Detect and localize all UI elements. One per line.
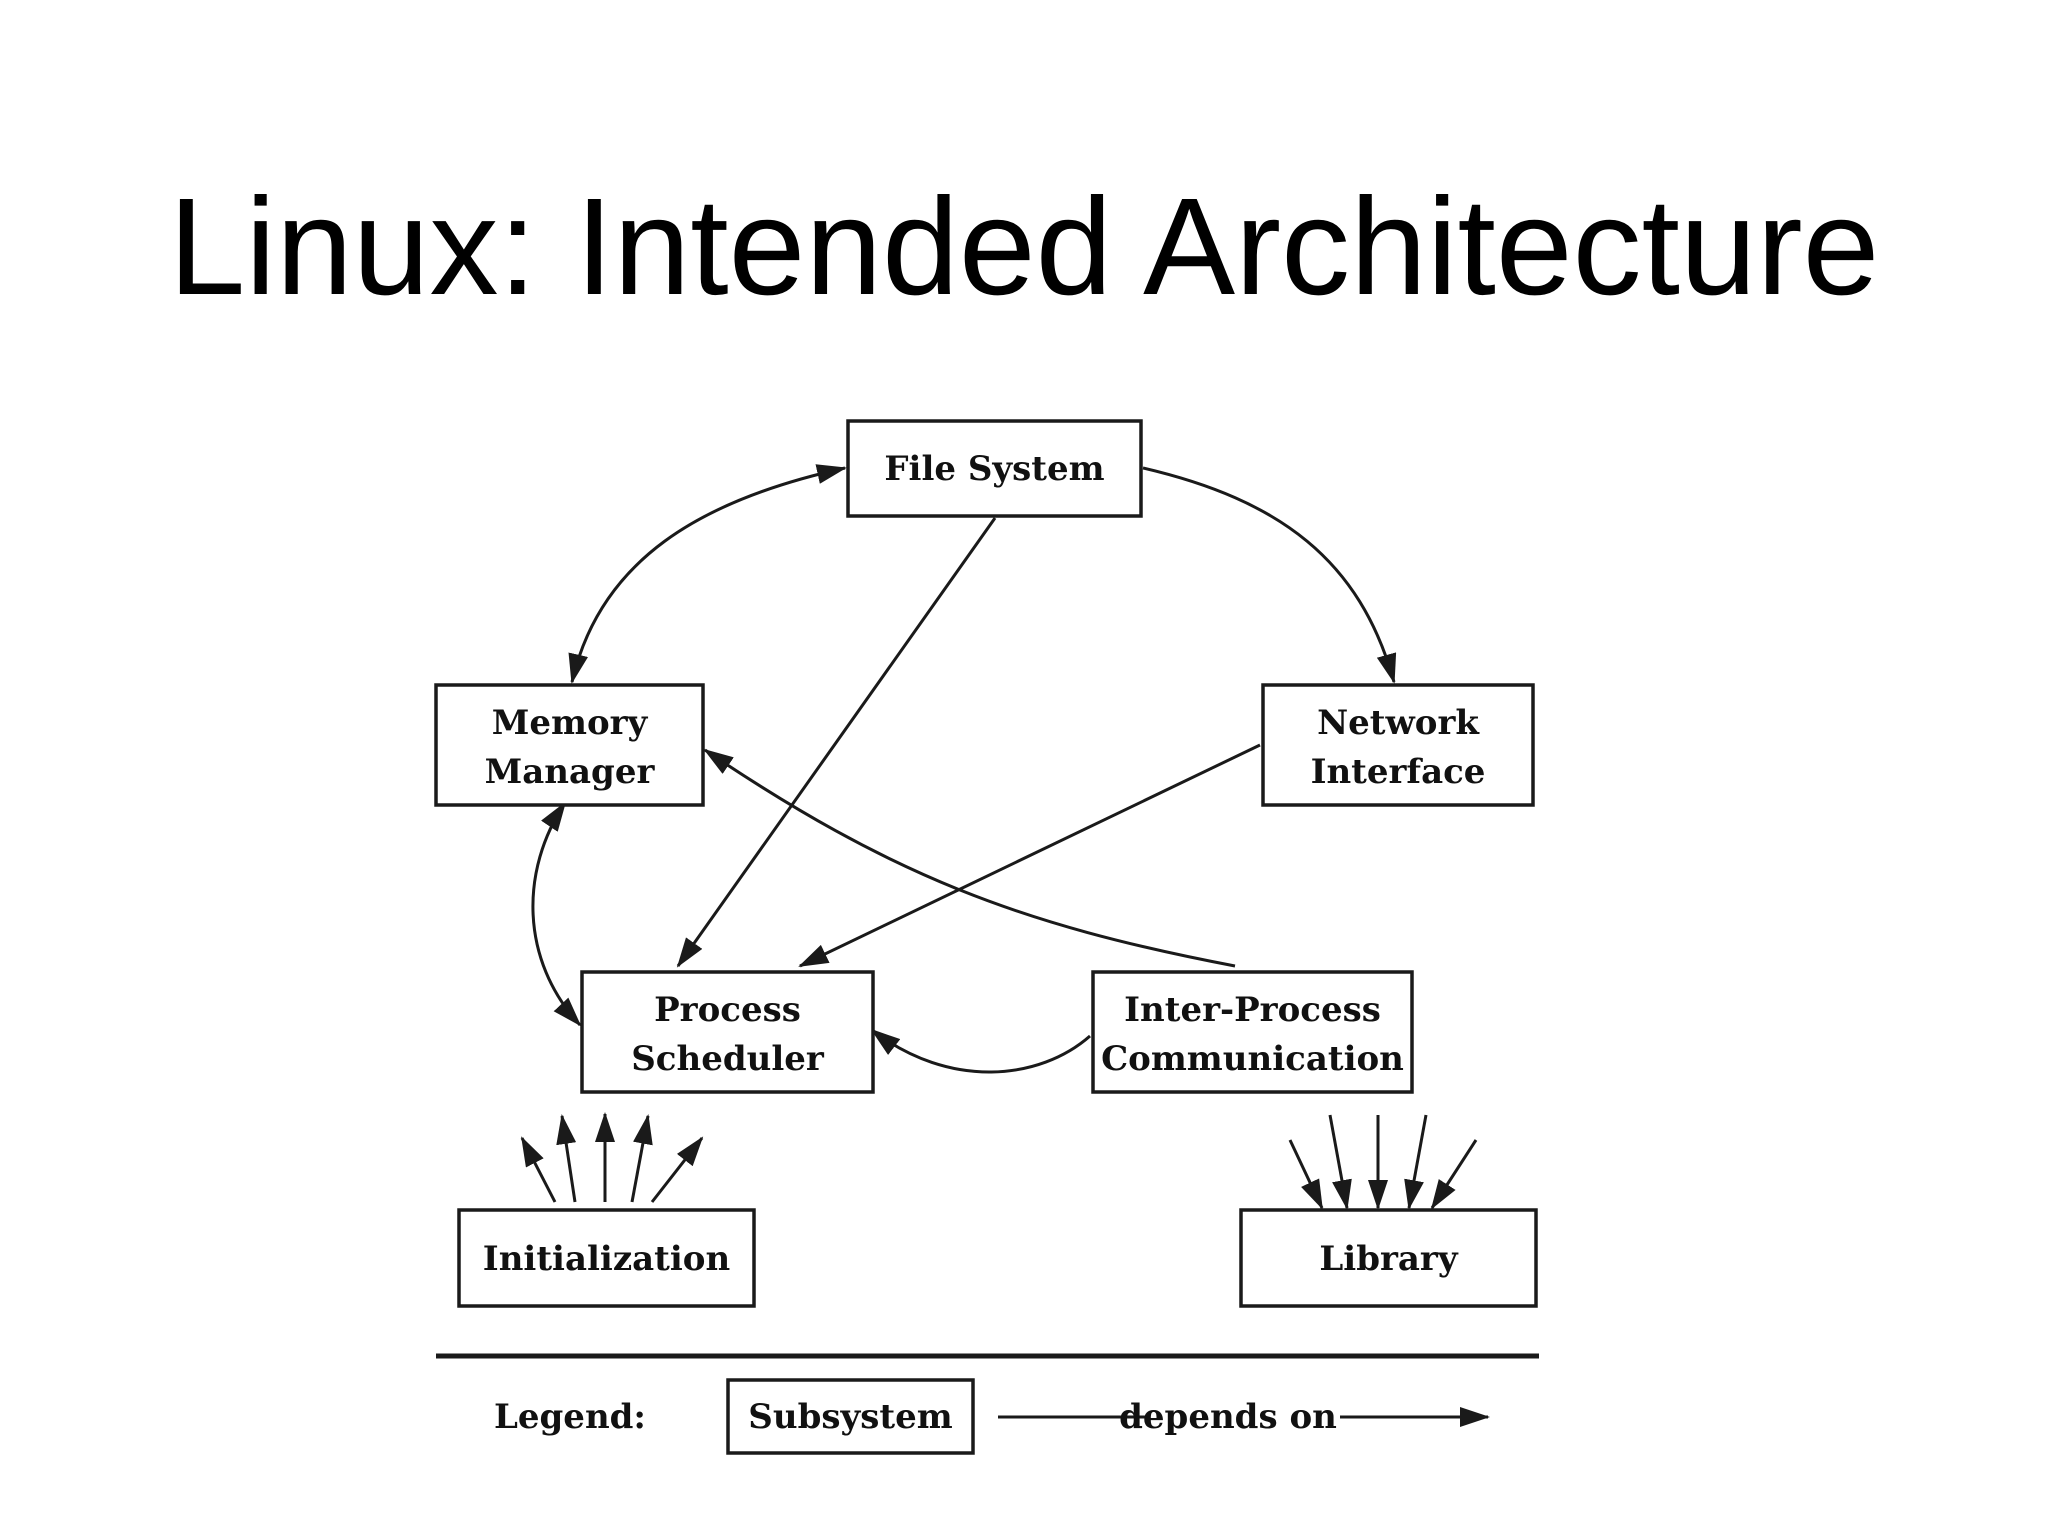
- legend-depends-on-label: depends on: [1119, 1397, 1337, 1437]
- legend-subsystem-label: Subsystem: [748, 1397, 952, 1437]
- edge-memory-scheduler: [531, 801, 582, 1027]
- subsystem-initialization: Initialization: [457, 1208, 756, 1308]
- subsystem-label: Memory: [492, 703, 649, 743]
- subsystem-label: Process: [654, 990, 801, 1030]
- edge-init-out-4: [630, 1114, 653, 1203]
- subsystem-label: Inter-Process: [1124, 990, 1381, 1030]
- dependency-edges: [520, 464, 1478, 1210]
- subsystem-label: Scheduler: [631, 1039, 825, 1079]
- subsystem-label: Manager: [485, 752, 656, 792]
- subsystem-library: Library: [1239, 1208, 1538, 1308]
- subsystem-memory-manager: Memory Manager: [434, 683, 705, 807]
- subsystem-label: File System: [884, 449, 1104, 489]
- subsystem-file-system: File System: [846, 419, 1143, 518]
- edge-filesystem-scheduler: [676, 517, 997, 968]
- subsystem-label: Library: [1319, 1239, 1458, 1279]
- legend-subsystem-box: [726, 1378, 975, 1455]
- edge-filesystem-network: [1142, 466, 1397, 684]
- subsystem-label: Network: [1317, 703, 1480, 743]
- slide-title: Linux: Intended Architecture: [168, 170, 1880, 324]
- edge-network-scheduler: [798, 743, 1261, 968]
- subsystem-network-interface: Network Interface: [1261, 683, 1535, 807]
- edge-lib-in-1: [1288, 1139, 1324, 1210]
- edge-init-out-1: [520, 1136, 557, 1203]
- edge-lib-in-5: [1430, 1139, 1478, 1210]
- edge-ipc-memory: [703, 748, 1236, 968]
- edge-init-out-2: [556, 1114, 577, 1203]
- subsystem-inter-process-communication: Inter-Process Communication: [1091, 970, 1414, 1094]
- legend-label: Legend:: [494, 1397, 646, 1437]
- subsystem-label: Initialization: [483, 1239, 730, 1279]
- edge-lib-in-4: [1404, 1114, 1428, 1210]
- legend: Legend: Subsystem depends on: [494, 1378, 1490, 1455]
- edge-filesystem-memory: [568, 464, 847, 684]
- subsystem-label: Communication: [1101, 1039, 1404, 1079]
- edge-lib-in-2: [1328, 1114, 1352, 1210]
- edge-init-out-5: [650, 1136, 704, 1203]
- subsystem-process-scheduler: Process Scheduler: [580, 970, 875, 1094]
- edge-ipc-scheduler: [870, 1028, 1091, 1074]
- subsystem-label: Interface: [1311, 752, 1486, 792]
